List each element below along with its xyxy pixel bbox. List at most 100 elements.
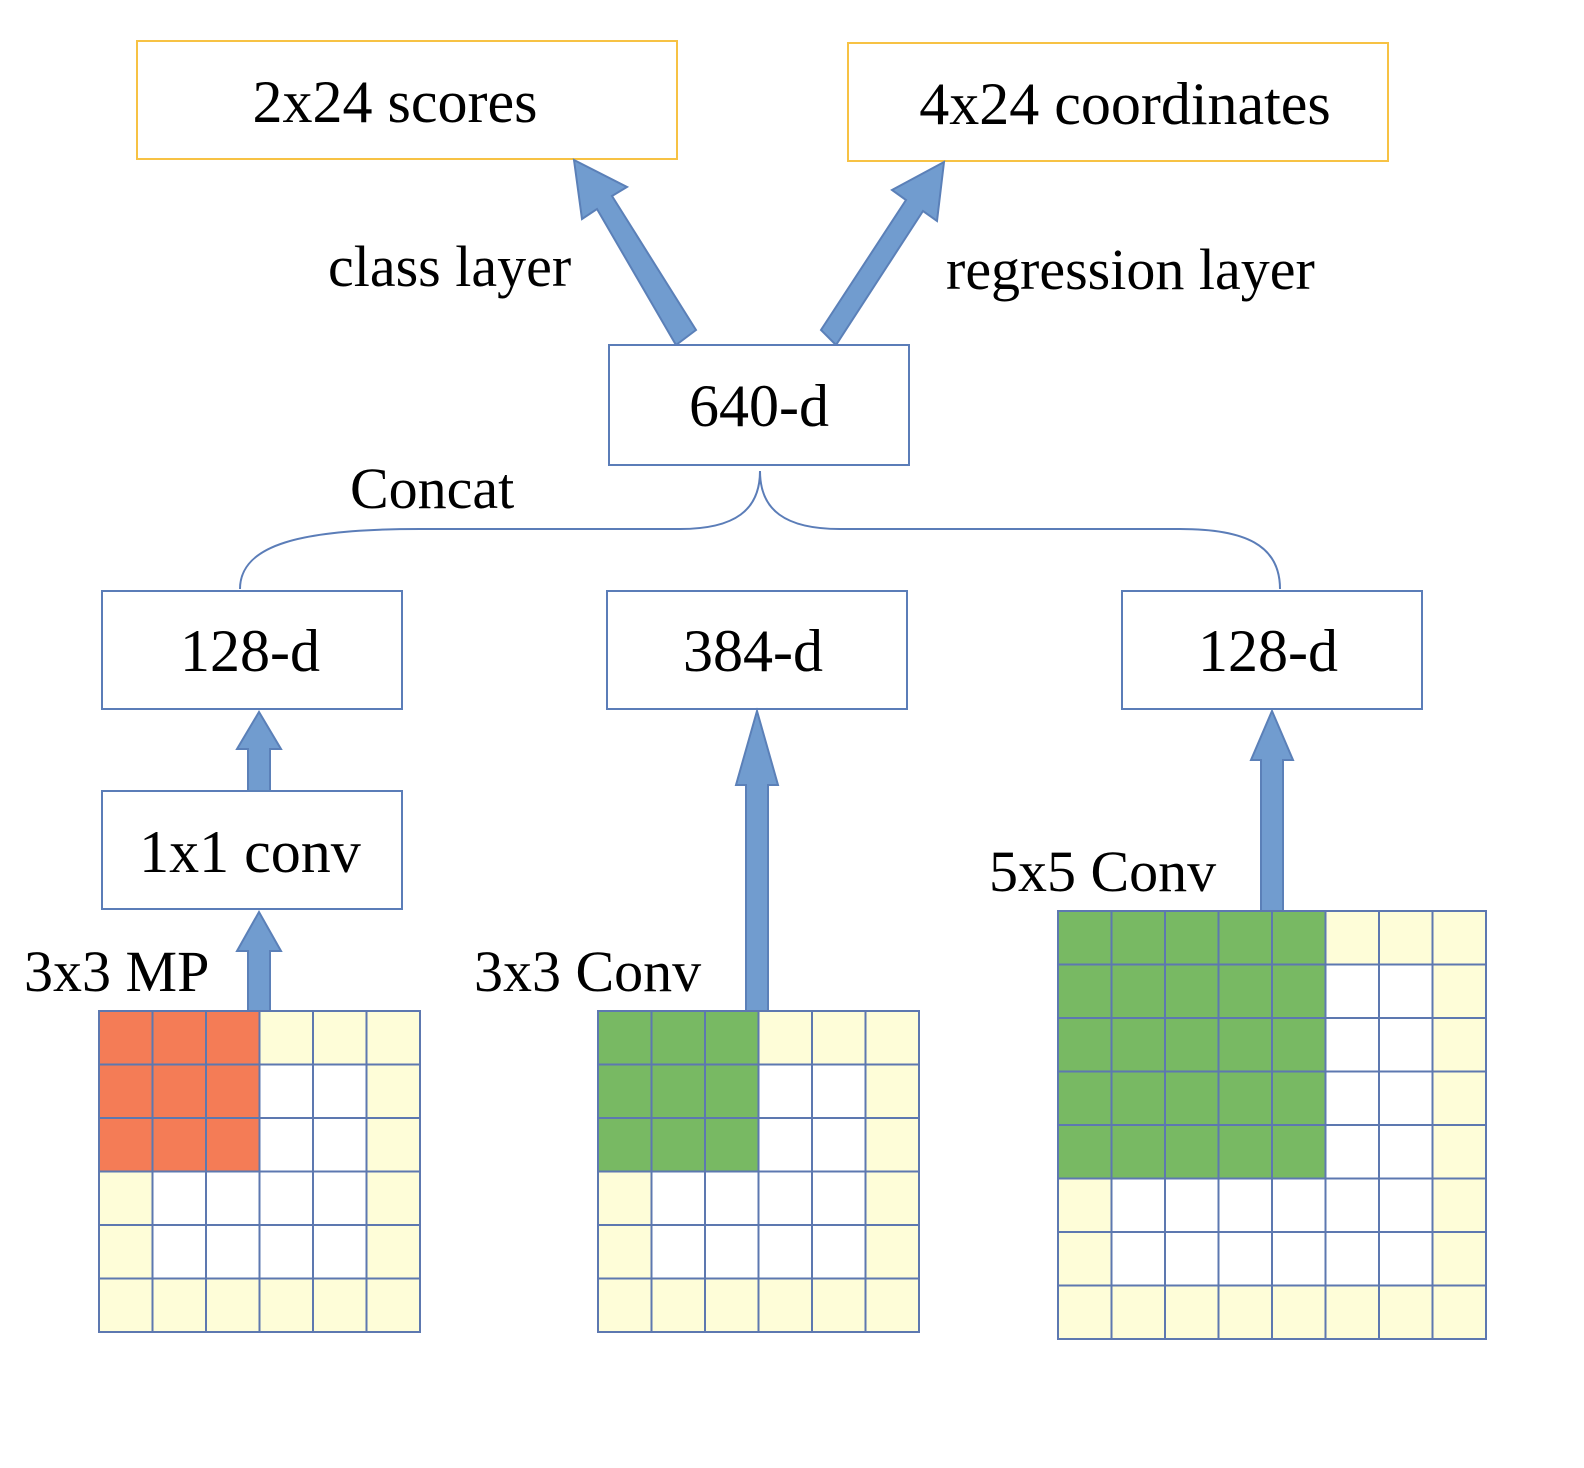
kernel-cell: [1217, 910, 1273, 966]
kernel-cell: [205, 1010, 261, 1066]
merged-feature-box: [608, 344, 910, 466]
grid-cell: [757, 1277, 813, 1333]
branch-2-arrow: [734, 707, 780, 1012]
grid-cell: [1271, 1177, 1327, 1233]
kernel-cell: [1217, 1124, 1273, 1180]
kernel-cell: [1110, 910, 1166, 966]
kernel-cell: [151, 1010, 207, 1066]
grid-cell: [704, 1224, 760, 1280]
kernel-cell: [1217, 963, 1273, 1019]
grid-cell: [365, 1117, 421, 1173]
grid-cell: [1431, 963, 1487, 1019]
grid-cell: [1378, 963, 1434, 1019]
grid-cell: [312, 1170, 368, 1226]
grid-cell: [1431, 1177, 1487, 1233]
grid-cell: [1217, 1231, 1273, 1287]
coordinates-output-label: 4x24 coordinates: [919, 71, 1331, 137]
scores-output-box: [136, 40, 678, 160]
grid-cell: [151, 1277, 207, 1333]
grid-cell: [1378, 1231, 1434, 1287]
kernel-cell: [1110, 1124, 1166, 1180]
branch-3-kernel-label: 5x5 Conv: [989, 839, 1216, 904]
grid-cell: [365, 1170, 421, 1226]
branch-1-op-label: 1x1 conv: [139, 819, 361, 885]
branch-2-kernel-label: 3x3 Conv: [474, 939, 701, 1004]
kernel-cell: [650, 1063, 706, 1119]
grid-cell: [365, 1063, 421, 1119]
kernel-cell: [205, 1117, 261, 1173]
grid-cell: [1271, 1284, 1327, 1340]
grid-cell: [650, 1224, 706, 1280]
grid-cell: [365, 1277, 421, 1333]
grid-cell: [258, 1063, 314, 1119]
concat-brace: [239, 470, 1281, 590]
grid-cell: [597, 1224, 653, 1280]
kernel-cell: [1110, 1017, 1166, 1073]
grid-cell: [811, 1117, 867, 1173]
scores-output-label: 2x24 scores: [253, 69, 538, 135]
grid-cell: [811, 1224, 867, 1280]
kernel-cell: [1057, 1017, 1113, 1073]
grid-cell: [258, 1010, 314, 1066]
grid-cell: [312, 1010, 368, 1066]
concat-label: Concat: [350, 456, 514, 521]
kernel-cell: [650, 1010, 706, 1066]
grid-cell: [1324, 963, 1380, 1019]
branch-1-kernel-label: 3x3 MP: [24, 939, 209, 1004]
kernel-cell: [151, 1117, 207, 1173]
grid-cell: [864, 1277, 920, 1333]
grid-cell: [1164, 1177, 1220, 1233]
kernel-cell: [98, 1117, 154, 1173]
grid-cell: [864, 1117, 920, 1173]
grid-cell: [365, 1224, 421, 1280]
grid-cell: [1378, 910, 1434, 966]
kernel-cell: [650, 1117, 706, 1173]
grid-cell: [864, 1170, 920, 1226]
branch-1-feature-label: 128-d: [180, 618, 320, 684]
branch-3-arrow: [1249, 708, 1295, 912]
grid-cell: [258, 1277, 314, 1333]
grid-cell: [258, 1170, 314, 1226]
grid-cell: [597, 1170, 653, 1226]
grid-cell: [1378, 1284, 1434, 1340]
grid-cell: [1057, 1177, 1113, 1233]
branch-1-op-box: [101, 790, 403, 910]
grid-cell: [704, 1170, 760, 1226]
grid-cell: [757, 1170, 813, 1226]
branch-1-grid-arrow: [235, 909, 283, 1012]
grid-cell: [365, 1010, 421, 1066]
class-layer-arrow: [572, 158, 698, 347]
branch-3-input-grid: [1057, 910, 1487, 1340]
grid-cell: [811, 1010, 867, 1066]
grid-cell: [1431, 910, 1487, 966]
kernel-cell: [1057, 910, 1113, 966]
kernel-cell: [1164, 1124, 1220, 1180]
kernel-cell: [1217, 1070, 1273, 1126]
grid-cell: [312, 1117, 368, 1173]
grid-cell: [258, 1224, 314, 1280]
kernel-cell: [1271, 1124, 1327, 1180]
grid-cell: [1110, 1284, 1166, 1340]
grid-cell: [205, 1170, 261, 1226]
grid-cell: [757, 1224, 813, 1280]
grid-cell: [1217, 1177, 1273, 1233]
branch-2-feature-label: 384-d: [683, 618, 823, 684]
kernel-cell: [1164, 1017, 1220, 1073]
grid-cell: [704, 1277, 760, 1333]
grid-cell: [757, 1010, 813, 1066]
grid-cell: [1431, 1124, 1487, 1180]
grid-cell: [151, 1170, 207, 1226]
grid-cell: [757, 1117, 813, 1173]
branch-1-input-grid: [98, 1010, 421, 1333]
grid-cell: [98, 1277, 154, 1333]
branch-3-feature-box: [1121, 590, 1423, 710]
kernel-cell: [704, 1063, 760, 1119]
branch-2-input-grid: [597, 1010, 920, 1333]
grid-cell: [1057, 1284, 1113, 1340]
grid-cell: [151, 1224, 207, 1280]
grid-cell: [312, 1224, 368, 1280]
grid-cell: [1324, 1177, 1380, 1233]
grid-cell: [1431, 1231, 1487, 1287]
grid-cell: [312, 1277, 368, 1333]
